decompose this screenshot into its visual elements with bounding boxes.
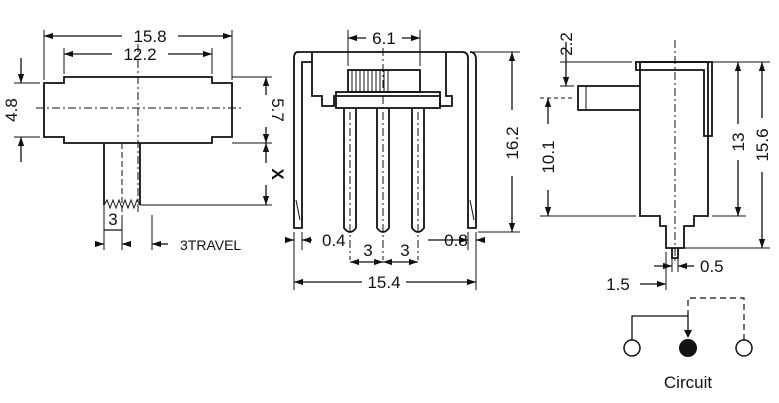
circuit-diagram: Circuit — [623, 297, 753, 392]
dim-pin-width: 0.5 — [700, 257, 724, 276]
circuit-solid-link — [631, 315, 689, 340]
end-body — [639, 61, 709, 249]
dim-travel: 3TRAVEL — [180, 237, 241, 253]
slider-knurl — [351, 70, 389, 92]
dim-terminal-width: 0.4 — [322, 231, 346, 250]
side-left-bracket — [293, 51, 312, 229]
side-right-bracket — [446, 51, 477, 229]
dim-offset-top: 2.2 — [557, 32, 576, 56]
dim-height-c: 15.6 — [753, 128, 772, 161]
dim-height-a: 10.1 — [539, 140, 558, 173]
circuit-contact-right — [735, 339, 753, 357]
end-pin — [671, 248, 679, 259]
front-actuator — [103, 143, 141, 205]
dim-pitch-left: 3 — [363, 241, 372, 260]
dim-height-total: 16.2 — [503, 126, 522, 159]
end-actuator — [577, 85, 640, 111]
circuit-dashed-link — [687, 297, 745, 340]
dim-height-b: 13 — [729, 133, 748, 152]
dim-width-overall: 15.8 — [133, 27, 166, 46]
dim-overall-width: 15.4 — [367, 273, 400, 292]
end-view: 2.2 10.1 13 15.6 0.5 1.5 — [539, 32, 772, 294]
dim-actuator-x: X — [268, 168, 287, 180]
circuit-label: Circuit — [664, 373, 712, 392]
front-body-outline — [43, 76, 233, 144]
dim-width-body: 12.2 — [123, 45, 156, 64]
end-bracket — [635, 61, 713, 137]
front-view: 15.8 12.2 4.8 5.7 X 3 3TRAVEL — [2, 27, 287, 253]
circuit-contact-left — [623, 339, 641, 357]
dim-pitch-right: 3 — [400, 241, 409, 260]
side-view: 6.1 16.2 0.4 3 3 0.8 15.4 — [284, 29, 522, 292]
dim-height-upper: 5.7 — [268, 98, 287, 122]
side-base-plate — [335, 91, 441, 109]
side-housing — [311, 51, 453, 107]
dim-pin-offset: 1.5 — [606, 275, 630, 294]
dim-actuator-width: 6.1 — [372, 29, 396, 48]
dim-actuator-width: 3 — [108, 210, 117, 229]
dim-height-body: 4.8 — [2, 98, 21, 122]
dim-bracket-width: 0.8 — [444, 231, 468, 250]
circuit-common-contact — [679, 339, 697, 357]
